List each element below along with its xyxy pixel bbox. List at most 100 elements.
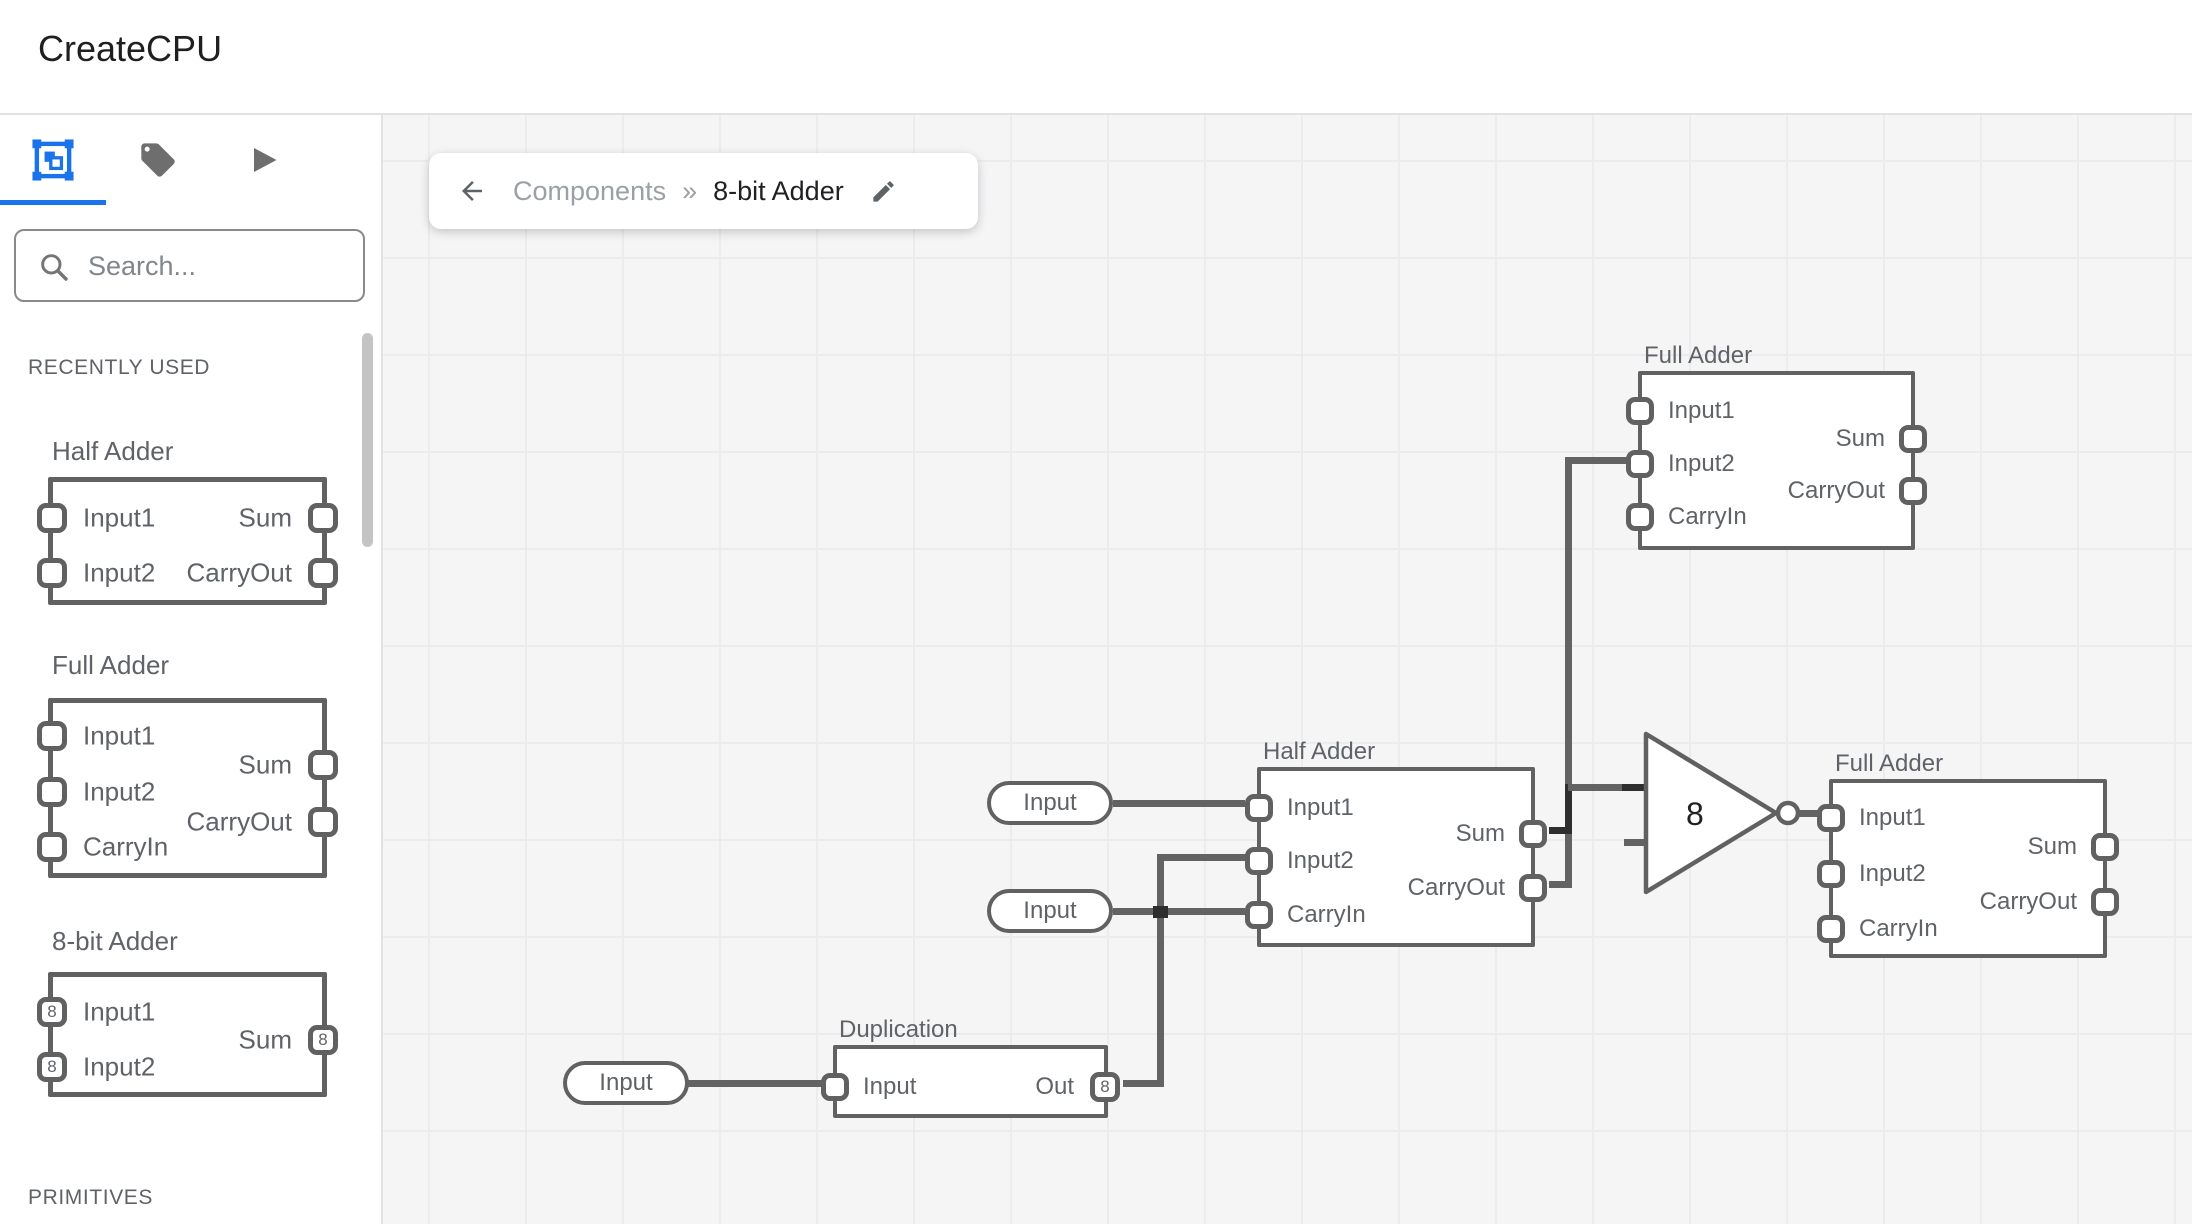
- port-label: CarryOut: [1787, 477, 1885, 504]
- wire[interactable]: [1157, 854, 1164, 1087]
- search-input[interactable]: [86, 235, 350, 297]
- port-out[interactable]: 8: [1090, 1072, 1120, 1102]
- wire[interactable]: [1549, 827, 1572, 834]
- port-label: CarryIn: [1287, 901, 1366, 928]
- wire[interactable]: [1568, 784, 1648, 791]
- bus-width-badge: 8: [47, 1002, 57, 1021]
- gate-8[interactable]: 8: [1640, 728, 1815, 903]
- tab-run[interactable]: [212, 115, 318, 205]
- port-input2[interactable]: [37, 777, 67, 807]
- port-label: CarryOut: [186, 806, 292, 837]
- port-input2[interactable]: [1626, 450, 1654, 478]
- port-label: Input2: [83, 557, 156, 588]
- input-pin-label: Input: [1023, 789, 1077, 816]
- sidebar-scrollbar[interactable]: [362, 333, 373, 547]
- port-label: Input1: [1287, 794, 1354, 821]
- port-input2[interactable]: [1245, 847, 1273, 875]
- port-label: Input1: [1859, 804, 1926, 831]
- port-sum[interactable]: [1899, 425, 1927, 453]
- bus-width-badge: 8: [1100, 1077, 1110, 1096]
- port-label: CarryIn: [1859, 915, 1938, 942]
- tab-tags[interactable]: [106, 115, 212, 205]
- port-label: Sum: [238, 502, 292, 533]
- port-label: Input2: [1859, 860, 1926, 887]
- port-sum[interactable]: [308, 750, 338, 780]
- bus-width-badge: 8: [318, 1030, 328, 1049]
- sidebar-item-half-adder[interactable]: Input1 Input2 Sum CarryOut: [37, 477, 338, 605]
- input-pin[interactable]: Input: [563, 1061, 689, 1105]
- port-input1[interactable]: [1245, 794, 1273, 822]
- port-input2[interactable]: [1817, 860, 1845, 888]
- wire[interactable]: [1113, 800, 1245, 807]
- sidebar: RECENTLY USED Half Adder Input1 Input2 S…: [0, 115, 383, 1224]
- component-title: Full Adder: [1835, 750, 1944, 777]
- port-input1[interactable]: [37, 503, 67, 533]
- wire[interactable]: [1123, 1080, 1164, 1087]
- edit-name-button[interactable]: [870, 178, 897, 205]
- sidebar-item-title: Half Adder: [52, 436, 174, 466]
- port-label: CarryOut: [1979, 888, 2077, 915]
- port-label: Input1: [83, 502, 156, 533]
- search-icon: [41, 254, 68, 281]
- port-carryin[interactable]: [1626, 503, 1654, 531]
- port-carryout[interactable]: [2091, 888, 2119, 916]
- component-title: Duplication: [839, 1016, 958, 1043]
- wire-overlap: [1565, 784, 1572, 834]
- canvas-half-adder[interactable]: Half Adder Input1 Input2 CarryIn Sum Car…: [1245, 738, 1547, 947]
- port-label: Sum: [238, 749, 292, 780]
- port-input1[interactable]: 8: [37, 997, 67, 1027]
- sidebar-tabbar: [0, 115, 381, 205]
- wire[interactable]: [687, 1080, 835, 1087]
- tab-components[interactable]: [0, 115, 106, 205]
- sidebar-item-title: Full Adder: [52, 650, 170, 680]
- port-input[interactable]: [821, 1073, 849, 1101]
- canvas-full-adder-top[interactable]: Full Adder Input1 Input2 CarryIn Sum Car…: [1626, 342, 1927, 550]
- active-tab-underline: [0, 200, 106, 205]
- wire-overlap: [1622, 784, 1648, 791]
- port-sum[interactable]: 8: [308, 1025, 338, 1055]
- port-sum[interactable]: [308, 503, 338, 533]
- wire-junction: [1153, 906, 1168, 918]
- gate-input-stub[interactable]: [1624, 839, 1648, 846]
- port-carryout[interactable]: [308, 558, 338, 588]
- port-label: Sum: [238, 1024, 292, 1055]
- port-input1[interactable]: [1817, 804, 1845, 832]
- canvas-duplication[interactable]: Duplication 8 Input Out: [821, 1016, 1120, 1118]
- wire[interactable]: [1565, 457, 1627, 464]
- port-label: Input2: [83, 1051, 156, 1082]
- wire[interactable]: [1797, 810, 1818, 817]
- play-icon: [254, 148, 277, 172]
- canvas-full-adder-right[interactable]: Full Adder Input1 Input2 CarryIn Sum Car…: [1817, 750, 2119, 958]
- port-label: Input2: [1287, 847, 1354, 874]
- circuit-canvas[interactable]: Components » 8-bit Adder Full Adder Inpu…: [383, 115, 2192, 1224]
- port-label: Input1: [83, 720, 156, 751]
- port-input2[interactable]: [37, 558, 67, 588]
- input-pin[interactable]: Input: [987, 781, 1113, 825]
- section-primitives: PRIMITIVES: [28, 1186, 154, 1209]
- port-sum[interactable]: [1519, 820, 1547, 848]
- back-arrow-icon[interactable]: [457, 176, 487, 206]
- port-carryout[interactable]: [1519, 874, 1547, 902]
- port-input1[interactable]: [1626, 397, 1654, 425]
- port-carryin[interactable]: [37, 832, 67, 862]
- port-input2[interactable]: 8: [37, 1052, 67, 1082]
- wire[interactable]: [1113, 908, 1245, 915]
- sidebar-item-full-adder[interactable]: Input1 Input2 CarryIn Sum CarryOut: [37, 698, 338, 878]
- input-pin[interactable]: Input: [987, 889, 1113, 933]
- wire[interactable]: [1565, 457, 1572, 888]
- breadcrumb-current: 8-bit Adder: [713, 175, 844, 206]
- port-carryin[interactable]: [1817, 915, 1845, 943]
- breadcrumb-parent[interactable]: Components: [513, 175, 667, 206]
- port-label: CarryIn: [1668, 503, 1747, 530]
- port-input1[interactable]: [37, 721, 67, 751]
- wire[interactable]: [1157, 854, 1247, 861]
- port-carryout[interactable]: [308, 807, 338, 837]
- port-carryout[interactable]: [1899, 477, 1927, 505]
- port-carryin[interactable]: [1245, 901, 1273, 929]
- wire[interactable]: [1549, 881, 1572, 888]
- input-pin-label: Input: [1023, 897, 1077, 924]
- port-sum[interactable]: [2091, 833, 2119, 861]
- port-label: Input: [863, 1073, 917, 1100]
- sidebar-item-8bit-adder[interactable]: 8 8 8 Input1 Input2 Sum: [37, 972, 338, 1097]
- search-box: [14, 229, 365, 302]
